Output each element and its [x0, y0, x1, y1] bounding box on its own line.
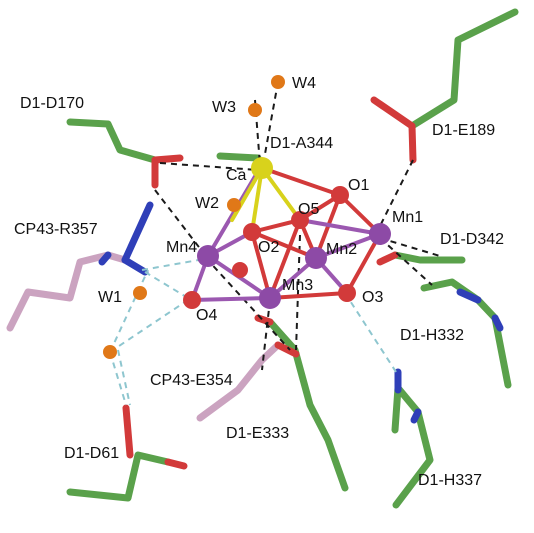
residue-d1-e189-o [370, 96, 416, 130]
atom-w1 [133, 286, 147, 300]
atom-o5 [291, 211, 309, 229]
residue-d1-e189-o2 [408, 122, 417, 164]
label-o1: O1 [348, 177, 369, 194]
residue-d1-d61-o [122, 404, 134, 459]
label-w4: W4 [292, 75, 316, 92]
residue-d1-h337-n2 [410, 408, 422, 424]
labels: D1-D170 W4 W3 D1-A344 D1-E189 Ca O1 W2 O… [14, 75, 504, 489]
residue-d1-d342-o [376, 251, 399, 266]
label-d1-h332: D1-H332 [400, 327, 464, 344]
label-w1: W1 [98, 289, 122, 306]
atom-o3 [338, 284, 356, 302]
hydrogen-bonds [109, 81, 441, 406]
residue-cp43-r357-n3 [121, 256, 149, 276]
residue-d1-d170 [66, 118, 159, 164]
label-cp43-r357: CP43-R357 [14, 221, 98, 238]
residue-d1-d61 [66, 451, 172, 502]
residue-sticks [6, 8, 519, 509]
atom-ca [251, 157, 273, 179]
residue-d1-d342 [391, 251, 466, 264]
atom-o1 [331, 186, 349, 204]
atom-mn1 [369, 223, 391, 245]
residue-cp43-r357-n2 [121, 201, 154, 264]
residue-d1-d61-o2 [164, 458, 188, 470]
residue-d1-e189 [408, 8, 519, 130]
label-o3: O3 [362, 289, 383, 306]
label-d1-e333: D1-E333 [226, 425, 289, 442]
residue-d1-d170-o2 [151, 154, 184, 164]
label-ca: Ca [226, 167, 247, 184]
label-d1-d61: D1-D61 [64, 445, 119, 462]
label-d1-d170: D1-D170 [20, 95, 84, 112]
atom-w4 [271, 75, 285, 89]
atom-o2 [243, 223, 261, 241]
residue-d1-h332-n [456, 288, 482, 304]
residue-cp43-e354 [196, 341, 282, 422]
label-cp43-e354: CP43-E354 [150, 372, 233, 389]
label-mn4: Mn4 [166, 239, 197, 256]
atom-o4 [183, 291, 201, 309]
label-o4: O4 [196, 307, 217, 324]
atom-mn2 [305, 247, 327, 269]
residue-d1-e333-o [254, 314, 274, 326]
label-d1-a344: D1-A344 [270, 135, 333, 152]
label-o5: O5 [298, 201, 319, 218]
label-d1-h337: D1-H337 [418, 472, 482, 489]
label-mn1: Mn1 [392, 209, 423, 226]
atom-mn4 [197, 245, 219, 267]
label-w3: W3 [212, 99, 236, 116]
residue-d1-e333 [266, 318, 349, 492]
label-mn3: Mn3 [282, 277, 313, 294]
residue-cp43-r357-n [98, 251, 112, 266]
residue-d1-h332-n2 [491, 314, 504, 332]
label-d1-d342: D1-D342 [440, 231, 504, 248]
atom-o-bridge [232, 262, 248, 278]
atom-w3 [248, 103, 262, 117]
residue-cp43-e354-o [274, 341, 300, 358]
atom-mn3 [259, 287, 281, 309]
label-o2: O2 [258, 239, 279, 256]
residue-d1-a344 [216, 152, 262, 162]
label-w2: W2 [195, 195, 219, 212]
label-mn2: Mn2 [326, 241, 357, 258]
atom-w2 [227, 198, 241, 212]
atom-w-extra [103, 345, 117, 359]
label-d1-e189: D1-E189 [432, 122, 495, 139]
atoms [103, 75, 391, 359]
